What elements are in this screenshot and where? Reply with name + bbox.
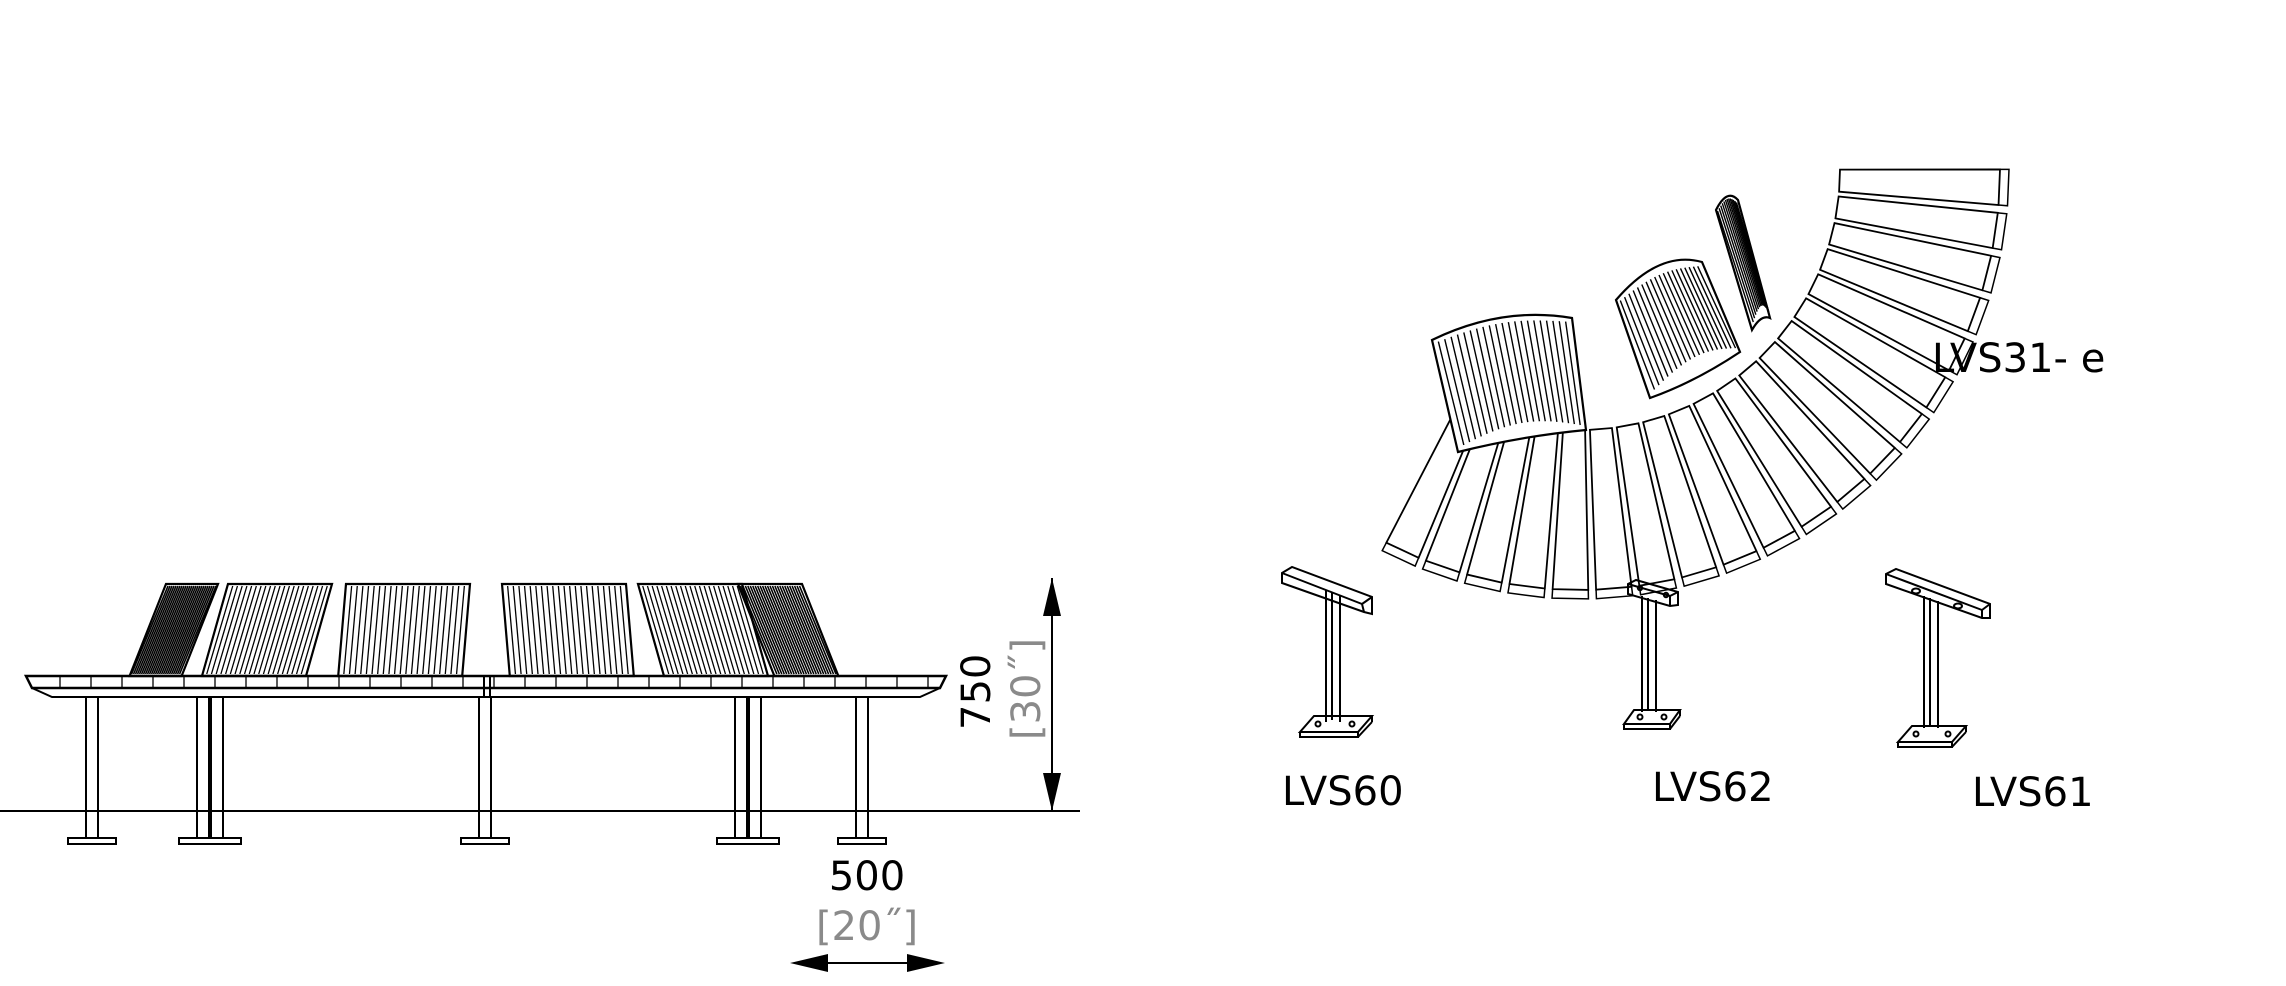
width-dimension [790,954,945,972]
height-dimension [1043,578,1061,811]
support-lvs60-drawing [1281,565,1375,738]
support-lvs61-label: LVS61 [1972,770,2094,816]
height-dimension-imperial-label: [30˝] [1004,638,1050,740]
support-lvs62-label: LVS62 [1652,765,1774,811]
bench-model-label: LVS31- e [1932,336,2105,382]
width-dimension-imperial-label: [20˝] [816,904,918,950]
seat-slab [23,674,949,698]
support-lvs61-drawing [1885,567,1991,748]
curved-bench-perspective [1381,168,2010,600]
width-dimension-label: 500 [829,854,905,900]
bench-legs [67,697,887,845]
support-lvs62-drawing [1622,578,1682,730]
curved-backrests [1430,194,1772,454]
front-elevation-view [0,578,1080,972]
backrest-panels [127,582,841,678]
height-dimension-label: 750 [954,654,1000,730]
support-lvs60-label: LVS60 [1282,769,1404,815]
